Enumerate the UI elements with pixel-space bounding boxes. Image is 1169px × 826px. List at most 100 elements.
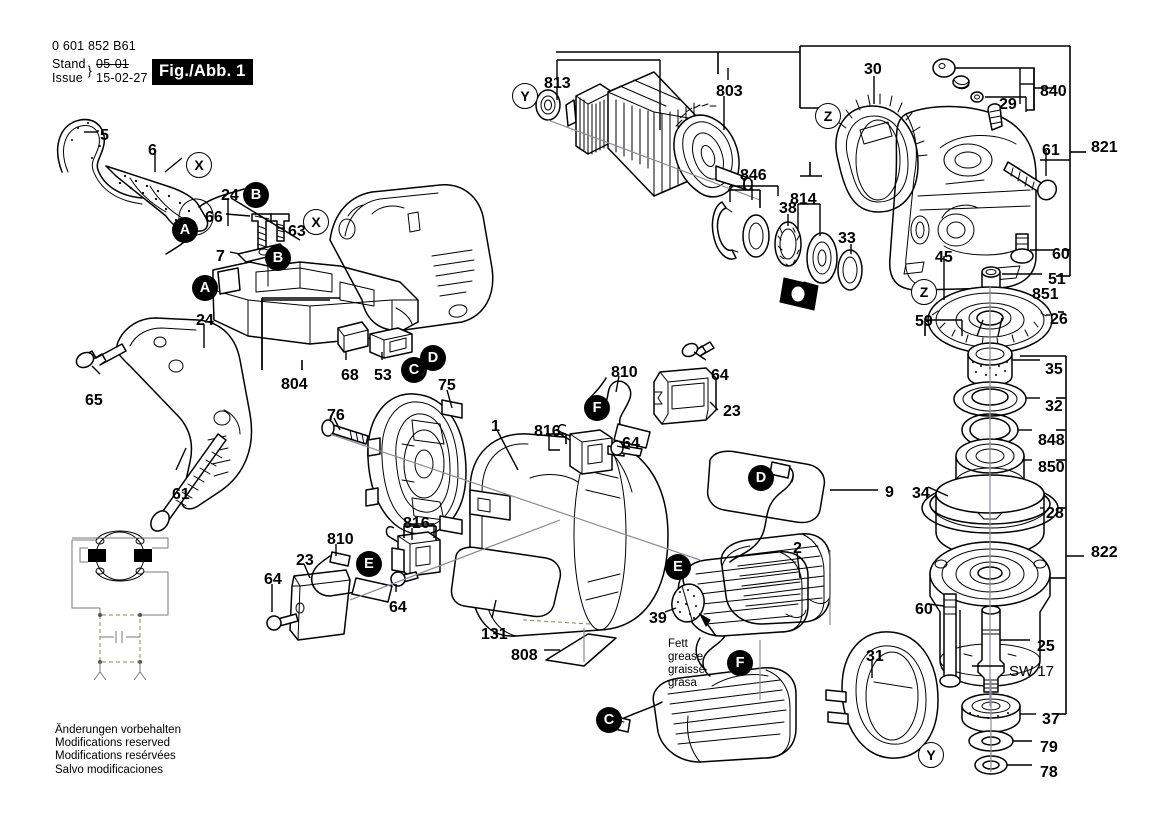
part-number-59: 59 bbox=[915, 313, 933, 330]
part-washer-38 bbox=[774, 221, 802, 267]
grease-note-fr: graisse bbox=[668, 664, 706, 676]
part-bearing-35 bbox=[967, 342, 1013, 387]
part-number-810: 810 bbox=[327, 531, 354, 548]
part-number-61: 61 bbox=[1042, 142, 1060, 159]
part-screw-63-body bbox=[270, 213, 290, 242]
part-number-1: 1 bbox=[491, 418, 500, 435]
part-51-bushing bbox=[981, 266, 1001, 296]
spanner-size-note: SW 17 bbox=[1009, 663, 1055, 680]
part-number-813: 813 bbox=[544, 75, 571, 92]
callout-dot-e: E bbox=[356, 551, 382, 577]
part-housing-804 bbox=[212, 261, 419, 345]
callout-ring-y: Y bbox=[918, 742, 944, 768]
part-number-63: 63 bbox=[288, 223, 306, 240]
part-number-24: 24 bbox=[221, 187, 239, 204]
grease-note-es: grasa bbox=[668, 677, 697, 689]
part-number-814: 814 bbox=[790, 191, 817, 208]
part-45 bbox=[987, 310, 1009, 340]
part-screw-61-right bbox=[1003, 161, 1058, 201]
order-number: 0 601 852 B61 bbox=[52, 39, 136, 53]
part-number-131: 131 bbox=[481, 626, 508, 643]
part-number-821: 821 bbox=[1091, 139, 1118, 156]
part-handle-shell-24-bottom bbox=[116, 317, 253, 510]
issue-label: Issue bbox=[52, 70, 83, 85]
part-number-23: 23 bbox=[723, 403, 741, 420]
part-number-24: 24 bbox=[196, 312, 214, 329]
part-screw-60-lower bbox=[939, 593, 961, 688]
callout-dot-e: E bbox=[665, 554, 691, 580]
footer-line-de: Änderungen vorbehalten bbox=[55, 724, 181, 736]
part-number-9: 9 bbox=[885, 484, 894, 501]
part-number-64: 64 bbox=[622, 435, 640, 452]
part-number-79: 79 bbox=[1040, 739, 1058, 756]
part-number-68: 68 bbox=[341, 367, 359, 384]
part-brush-holder-816-upper bbox=[557, 423, 625, 475]
part-washer-846 bbox=[742, 214, 770, 258]
part-33 bbox=[837, 249, 863, 291]
callout-dot-d: D bbox=[748, 465, 774, 491]
part-bearing-flange-28 bbox=[935, 474, 1045, 557]
stand-date-struck: 05-01 bbox=[96, 57, 130, 71]
part-screw-65 bbox=[75, 343, 127, 369]
part-seal-808 bbox=[545, 628, 617, 667]
part-number-31: 31 bbox=[866, 648, 884, 665]
part-number-6: 6 bbox=[148, 142, 157, 159]
issue-date: 15-02-27 bbox=[96, 70, 148, 85]
part-handle-shell-24-top bbox=[329, 184, 494, 332]
part-screw-64-lower-b bbox=[390, 571, 419, 587]
part-number-34: 34 bbox=[912, 485, 930, 502]
part-lead-F-hook bbox=[702, 635, 726, 677]
part-brush-holder-816-lower bbox=[385, 525, 441, 577]
callout-ring-x: X bbox=[303, 209, 329, 235]
part-29-oring bbox=[970, 91, 984, 103]
leader-lines bbox=[84, 59, 1054, 766]
part-number-7: 7 bbox=[216, 248, 225, 265]
part-number-75: 75 bbox=[438, 377, 456, 394]
part-number-28: 28 bbox=[1046, 505, 1064, 522]
part-68 bbox=[337, 321, 369, 353]
part-screw-64-upper-b bbox=[681, 341, 715, 358]
part-number-76: 76 bbox=[327, 407, 345, 424]
brace-icon: } bbox=[87, 63, 93, 78]
part-number-60: 60 bbox=[1052, 246, 1070, 263]
footer-line-es: Salvo modificaciones bbox=[55, 763, 164, 776]
part-washer-78 bbox=[974, 755, 1008, 775]
callout-ring-z: Z bbox=[815, 103, 841, 129]
footer-line-fr: Modifications resérvées bbox=[55, 750, 176, 763]
part-number-846: 846 bbox=[740, 167, 767, 184]
footer-line-en: Modifications reserved bbox=[55, 737, 171, 750]
part-number-32: 32 bbox=[1045, 398, 1063, 415]
part-washer-79 bbox=[968, 730, 1014, 752]
part-number-53: 53 bbox=[374, 367, 392, 384]
part-number-2: 2 bbox=[793, 540, 802, 557]
callout-dot-b: B bbox=[265, 245, 291, 271]
part-choke-6 bbox=[71, 122, 245, 255]
part-circlip-848 bbox=[961, 413, 1019, 448]
part-number-64: 64 bbox=[264, 571, 282, 588]
figure-badge: Fig./Abb. 1 bbox=[152, 59, 253, 85]
part-circlip-846 bbox=[711, 201, 739, 260]
part-number-60: 60 bbox=[915, 601, 933, 618]
part-number-848: 848 bbox=[1038, 432, 1065, 449]
part-number-37: 37 bbox=[1042, 711, 1060, 728]
part-840-spring bbox=[952, 75, 970, 90]
assembly-axis-lines bbox=[329, 119, 992, 772]
callout-dot-a: A bbox=[172, 217, 198, 243]
part-gear-head-housing bbox=[888, 105, 1037, 291]
sheet-header: 0 601 852 B61 Stand Issue } 05-01 15-02-… bbox=[52, 40, 148, 85]
part-number-38: 38 bbox=[779, 200, 797, 217]
part-motor-housing-1 bbox=[469, 433, 669, 637]
callout-ring-z: Z bbox=[911, 279, 937, 305]
part-number-840: 840 bbox=[1040, 83, 1067, 100]
part-number-33: 33 bbox=[838, 230, 856, 247]
part-number-808: 808 bbox=[511, 647, 538, 664]
part-number-61: 61 bbox=[172, 486, 190, 503]
part-screw-60-upper bbox=[1010, 233, 1034, 264]
grease-note-de: Fett bbox=[668, 638, 688, 650]
wiring-schematic-inset bbox=[71, 530, 169, 681]
part-bearing-850 bbox=[955, 438, 1025, 499]
grease-note: Fett grease graisse grasa bbox=[668, 638, 705, 690]
part-spindle-25 bbox=[977, 605, 1005, 693]
part-number-51: 51 bbox=[1048, 271, 1066, 288]
part-59 bbox=[967, 311, 987, 339]
